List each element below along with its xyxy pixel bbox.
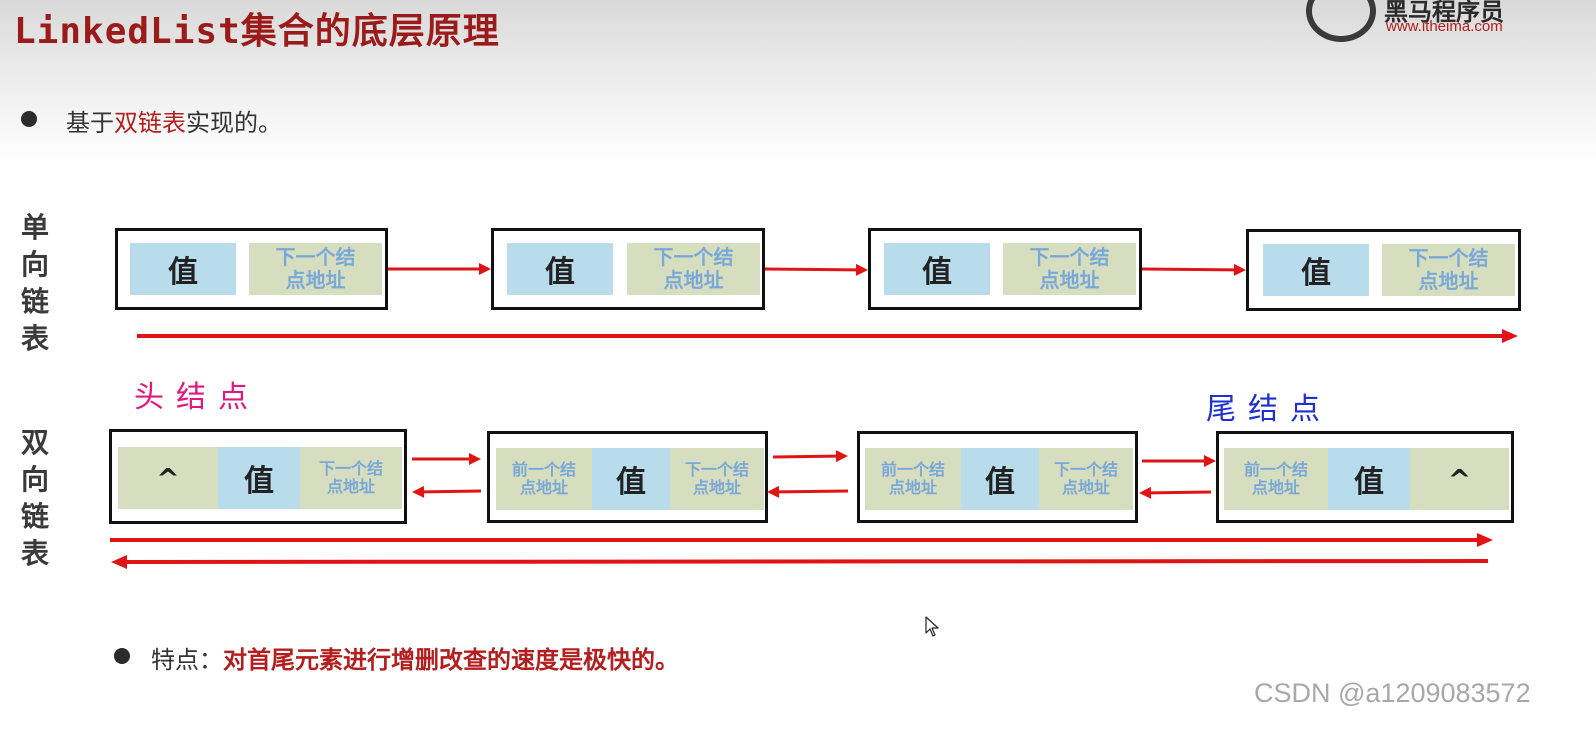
next-address-cell: 下一个结点地址: [249, 243, 382, 295]
bullet-prefix: 基于: [66, 109, 114, 137]
brand-logo: 黑马程序员 www.itheima.com: [1306, 0, 1596, 42]
single-traversal-arrow-head-icon: [1502, 329, 1518, 343]
prev-address-cell: 前一个结点地址: [496, 448, 592, 510]
double-next-arrow-line: [772, 454, 837, 459]
feature-highlight: 对首尾元素进行增删改查的速度是极快的。: [223, 646, 679, 674]
value-cell: 值: [592, 448, 670, 510]
double-prev-arrow-head-icon: [412, 485, 425, 498]
double-prev-arrow-line: [423, 489, 482, 494]
single-list-node: 值 下一个结点地址: [115, 228, 388, 310]
single-list-node: 值 下一个结点地址: [491, 228, 765, 310]
double-next-arrow-head-icon: [469, 453, 481, 465]
prev-address-cell: 前一个结点地址: [865, 448, 961, 510]
mouse-cursor-icon: [925, 616, 939, 637]
double-list-label: 双向链表: [20, 426, 49, 570]
next-address-cell: 下一个结点地址: [1039, 448, 1133, 510]
value-cell: 值: [884, 243, 990, 295]
value-cell: 值: [961, 448, 1039, 510]
value-cell: 值: [218, 447, 300, 509]
null-prev-cell: ^: [118, 447, 218, 509]
value-cell: 值: [130, 243, 236, 295]
double-next-arrow-head-icon: [1204, 455, 1216, 467]
double-list-tail-node: 前一个结点地址 值 ^: [1216, 431, 1514, 523]
double-prev-arrow-line: [1150, 490, 1212, 495]
double-forward-arrow-head-icon: [1477, 533, 1493, 547]
double-backward-arrow-head-icon: [111, 554, 128, 569]
bullet-point-feature: 特点：对首尾元素进行增删改查的速度是极快的。: [151, 640, 679, 675]
next-address-cell: 下一个结点地址: [1003, 243, 1136, 295]
null-next-cell: ^: [1410, 448, 1509, 510]
next-address-cell: 下一个结点地址: [1382, 244, 1515, 296]
double-prev-arrow-head-icon: [1139, 486, 1152, 499]
bullet-suffix: 实现的。: [186, 109, 282, 137]
single-next-arrow-head-icon: [855, 263, 868, 276]
double-next-arrow-head-icon: [835, 450, 848, 463]
single-next-arrow-head-icon: [479, 263, 491, 275]
brand-url: www.itheima.com: [1386, 18, 1503, 35]
single-list-node: 值 下一个结点地址: [868, 228, 1142, 310]
double-list-node: 前一个结点地址 值 下一个结点地址: [857, 431, 1138, 523]
bullet-dot-icon: [114, 648, 130, 664]
horse-logo-icon: [1306, 0, 1376, 42]
value-cell: 值: [1263, 244, 1369, 296]
bullet-point-structure: 基于双链表实现的。: [66, 103, 282, 138]
single-next-arrow-head-icon: [1233, 263, 1246, 276]
double-backward-arrow-line: [126, 559, 1489, 564]
double-list-head-node: ^ 值 下一个结点地址: [109, 429, 407, 524]
feature-prefix: 特点：: [151, 646, 223, 674]
double-list-node: 前一个结点地址 值 下一个结点地址: [487, 431, 768, 523]
prev-address-cell: 前一个结点地址: [1224, 448, 1328, 510]
watermark: CSDN @a1209083572: [1254, 678, 1531, 708]
brand-name: 黑马程序员: [1384, 0, 1504, 26]
page-title: LinkedList集合的底层原理: [14, 11, 500, 52]
next-address-cell: 下一个结点地址: [300, 447, 402, 509]
single-list-label: 单向链表: [20, 211, 49, 355]
head-node-annotation: 头结点: [134, 380, 260, 415]
next-address-cell: 下一个结点地址: [627, 243, 760, 295]
bullet-highlight: 双链表: [114, 109, 186, 137]
double-prev-arrow-head-icon: [767, 485, 780, 498]
single-list-node: 值 下一个结点地址: [1246, 229, 1521, 311]
single-next-arrow-line: [1141, 267, 1235, 272]
double-prev-arrow-line: [778, 489, 849, 494]
value-cell: 值: [507, 243, 613, 295]
single-next-arrow-line: [764, 267, 857, 272]
value-cell: 值: [1328, 448, 1410, 510]
bullet-dot-icon: [21, 111, 37, 127]
next-address-cell: 下一个结点地址: [670, 448, 764, 510]
tail-node-annotation: 尾结点: [1206, 392, 1332, 427]
